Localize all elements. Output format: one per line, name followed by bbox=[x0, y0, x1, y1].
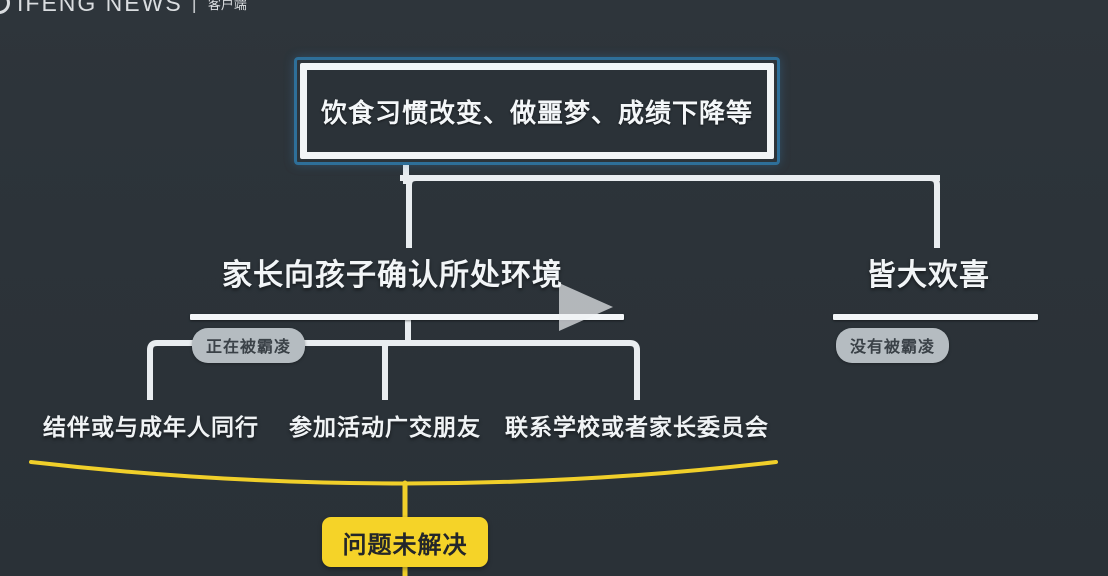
wire-sub-mid-joint bbox=[380, 340, 390, 348]
wire-top-left-arm bbox=[400, 175, 417, 248]
ring-logo-icon bbox=[0, 0, 10, 14]
wire-top-right-arm bbox=[412, 175, 940, 248]
outcome-node[interactable]: 问题未解决 bbox=[322, 517, 488, 567]
branch-underline-right bbox=[833, 314, 1038, 320]
branch-badge-right: 没有被霸凌 bbox=[836, 328, 950, 363]
root-node-label: 饮食习惯改变、做噩梦、成绩下降等 bbox=[320, 97, 753, 128]
wire-sub-right-arm bbox=[629, 340, 640, 400]
root-node[interactable]: 饮食习惯改变、做噩梦、成绩下降等 bbox=[294, 57, 780, 165]
channel-watermark: IFENG NEWS | 客户端 bbox=[0, 0, 247, 20]
leaf-node-2[interactable]: 参加活动广交朋友 bbox=[289, 414, 481, 440]
root-node-inner: 饮食习惯改变、做噩梦、成绩下降等 bbox=[300, 63, 774, 159]
branch-node-left[interactable]: 家长向孩子确认所处环境 bbox=[222, 259, 563, 292]
watermark-separator: | bbox=[191, 0, 199, 14]
branch-badge-left: 正在被霸凌 bbox=[192, 328, 306, 363]
play-triangle-icon[interactable] bbox=[557, 281, 615, 333]
watermark-subtitle: 客户端 bbox=[207, 0, 247, 12]
wire-sub-left-arm bbox=[147, 340, 158, 400]
wire-top-joint bbox=[402, 170, 413, 185]
leaf-node-1[interactable]: 结伴或与成年人同行 bbox=[43, 414, 259, 440]
branch-node-right[interactable]: 皆大欢喜 bbox=[866, 259, 990, 292]
wire-yellow-arc bbox=[29, 460, 778, 486]
leaf-node-3[interactable]: 联系学校或者家长委员会 bbox=[505, 414, 769, 440]
watermark-brand: IFENG NEWS bbox=[17, 0, 183, 16]
outcome-node-label: 问题未解决 bbox=[342, 531, 468, 559]
branch-underline-left bbox=[190, 314, 624, 320]
